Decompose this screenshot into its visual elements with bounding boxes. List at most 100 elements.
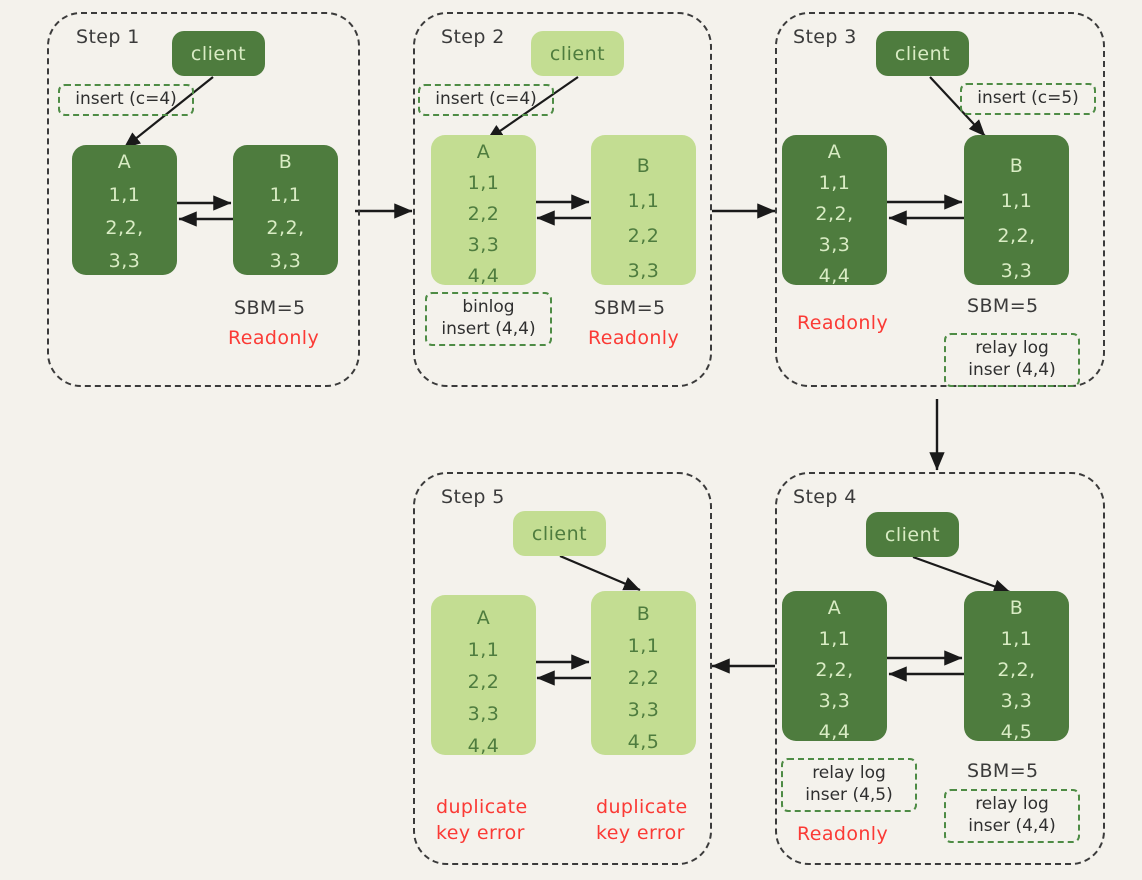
step-2-node-b-name: B [636,155,651,177]
step-2-node-b-row-2: 3,3 [627,260,660,282]
step-1-client[interactable]: client [172,31,265,76]
step-2-node-a-row-2: 3,3 [467,234,500,256]
step-3-client-label: client [894,42,951,65]
step-5-node-b-row-2: 3,3 [627,699,660,721]
step-3-node-b[interactable]: B 1,1 2,2, 3,3 [964,135,1069,285]
step-1-sbm-label: SBM=5 [234,297,306,319]
step-3-insert-annotation[interactable]: insert (c=5) [960,83,1096,115]
step-1-node-b[interactable]: B 1,1 2,2, 3,3 [233,145,338,275]
step-3-node-a-row-3: 4,4 [818,265,851,287]
step-2-binlog-line-1: binlog [462,297,515,318]
step-5-error-label-b: duplicate key error [596,796,688,844]
step-2-node-a-row-0: 1,1 [467,172,500,194]
step-5-node-b[interactable]: B 1,1 2,2 3,3 4,5 [591,591,696,755]
step-1-node-a-row-0: 1,1 [108,184,141,206]
step-3-client[interactable]: client [876,31,969,76]
step-1-readonly-label: Readonly [228,327,320,349]
step-2-node-b-row-0: 1,1 [627,190,660,212]
step-4-relay-b-line-2: inser (4,4) [968,816,1056,836]
step-1-node-b-row-1: 2,2, [266,217,305,239]
step-4-node-b[interactable]: B 1,1 2,2, 3,3 4,5 [964,591,1069,743]
step-3-title: Step 3 [793,26,857,48]
step-3-node-b-name: B [1009,155,1024,177]
step-3-relay-log-annotation[interactable]: relay log inser (4,4) [944,333,1080,387]
step-5-node-a-row-2: 3,3 [467,703,500,725]
step-5-node-b-row-3: 4,5 [627,731,660,753]
step-3-node-a-name: A [827,141,842,163]
step-1-client-label: client [190,42,247,65]
step-4-readonly-label: Readonly [797,823,889,845]
step-3-node-b-row-2: 3,3 [1000,260,1033,282]
step-2-node-a-name: A [476,141,491,163]
step-5-node-a-row-0: 1,1 [467,639,500,661]
step-1-title: Step 1 [76,26,140,48]
step-5-node-a-row-3: 4,4 [467,735,500,757]
step-5-title: Step 5 [441,486,505,508]
step-1-node-a-name: A [117,151,132,173]
step-2-binlog-line-2: insert (4,4) [441,319,536,339]
step-5-node-b-row-1: 2,2 [627,667,660,689]
step-2-readonly-label: Readonly [588,327,680,349]
step-5-node-a-name: A [476,607,491,629]
panel-step-4[interactable] [775,472,1105,865]
step-4-node-a-row-0: 1,1 [818,628,851,650]
step-4-node-b-row-3: 4,5 [1000,721,1033,743]
step-2-client-label: client [549,42,606,65]
panel-step-3[interactable] [775,12,1105,387]
step-4-node-a[interactable]: A 1,1 2,2, 3,3 4,4 [782,591,887,743]
step-2-title: Step 2 [441,26,505,48]
step-4-node-a-row-3: 4,4 [818,721,851,743]
step-3-node-a[interactable]: A 1,1 2,2, 3,3 4,4 [782,135,887,287]
step-1-insert-annotation[interactable]: insert (c=4) [58,84,194,116]
step-1-node-a-row-1: 2,2, [105,217,144,239]
step-2-sbm-label: SBM=5 [594,297,666,319]
step-2-node-b-row-1: 2,2 [627,225,660,247]
step-3-node-b-row-1: 2,2, [997,225,1036,247]
step-4-node-b-row-0: 1,1 [1000,628,1033,650]
step-3-readonly-label: Readonly [797,312,889,334]
step-4-relay-log-annotation-b[interactable]: relay log inser (4,4) [944,789,1080,843]
step-4-client-label: client [884,523,941,546]
step-5-node-a-row-1: 2,2 [467,671,500,693]
step-4-relay-a-line-1: relay log [812,763,886,784]
step-3-node-a-row-1: 2,2, [815,203,854,225]
step-3-insert-line-1: insert (c=5) [977,88,1079,109]
step-3-node-b-row-0: 1,1 [1000,190,1033,212]
step-4-relay-b-line-1: relay log [975,794,1049,815]
step-1-node-a[interactable]: A 1,1 2,2, 3,3 [72,145,177,275]
step-4-node-b-row-1: 2,2, [997,659,1036,681]
step-1-node-a-row-2: 3,3 [108,250,141,272]
step-4-title: Step 4 [793,486,857,508]
step-5-client-label: client [531,522,588,545]
step-1-node-b-row-2: 3,3 [269,250,302,272]
step-2-insert-annotation[interactable]: insert (c=4) [418,84,554,116]
step-4-node-b-row-2: 3,3 [1000,690,1033,712]
step-2-node-a-row-3: 4,4 [467,265,500,287]
step-2-client[interactable]: client [531,31,624,76]
step-2-binlog-annotation[interactable]: binlog insert (4,4) [425,292,552,346]
step-1-insert-line-1: insert (c=4) [75,89,177,110]
step-3-sbm-label: SBM=5 [967,295,1039,317]
step-3-relay-line-2: inser (4,4) [968,360,1056,380]
step-4-relay-a-line-2: inser (4,5) [805,785,893,805]
panel-step-5[interactable] [413,472,712,865]
step-5-client[interactable]: client [513,511,606,556]
step-4-node-a-row-2: 3,3 [818,690,851,712]
step-3-node-a-row-2: 3,3 [818,234,851,256]
panel-step-1[interactable] [47,12,360,387]
step-5-node-b-name: B [636,603,651,625]
step-2-node-a[interactable]: A 1,1 2,2 3,3 4,4 [431,135,536,287]
step-4-node-a-row-1: 2,2, [815,659,854,681]
step-4-sbm-label: SBM=5 [967,760,1039,782]
step-4-relay-log-annotation-a[interactable]: relay log inser (4,5) [781,758,917,812]
step-3-node-a-row-0: 1,1 [818,172,851,194]
step-2-node-b[interactable]: B 1,1 2,2 3,3 [591,135,696,285]
step-1-node-b-name: B [278,151,293,173]
step-5-error-label-a: duplicate key error [436,796,528,844]
step-2-node-a-row-1: 2,2 [467,203,500,225]
step-5-node-a[interactable]: A 1,1 2,2 3,3 4,4 [431,595,536,757]
panel-step-2[interactable] [413,12,712,387]
step-3-relay-line-1: relay log [975,338,1049,359]
step-4-client[interactable]: client [866,512,959,557]
